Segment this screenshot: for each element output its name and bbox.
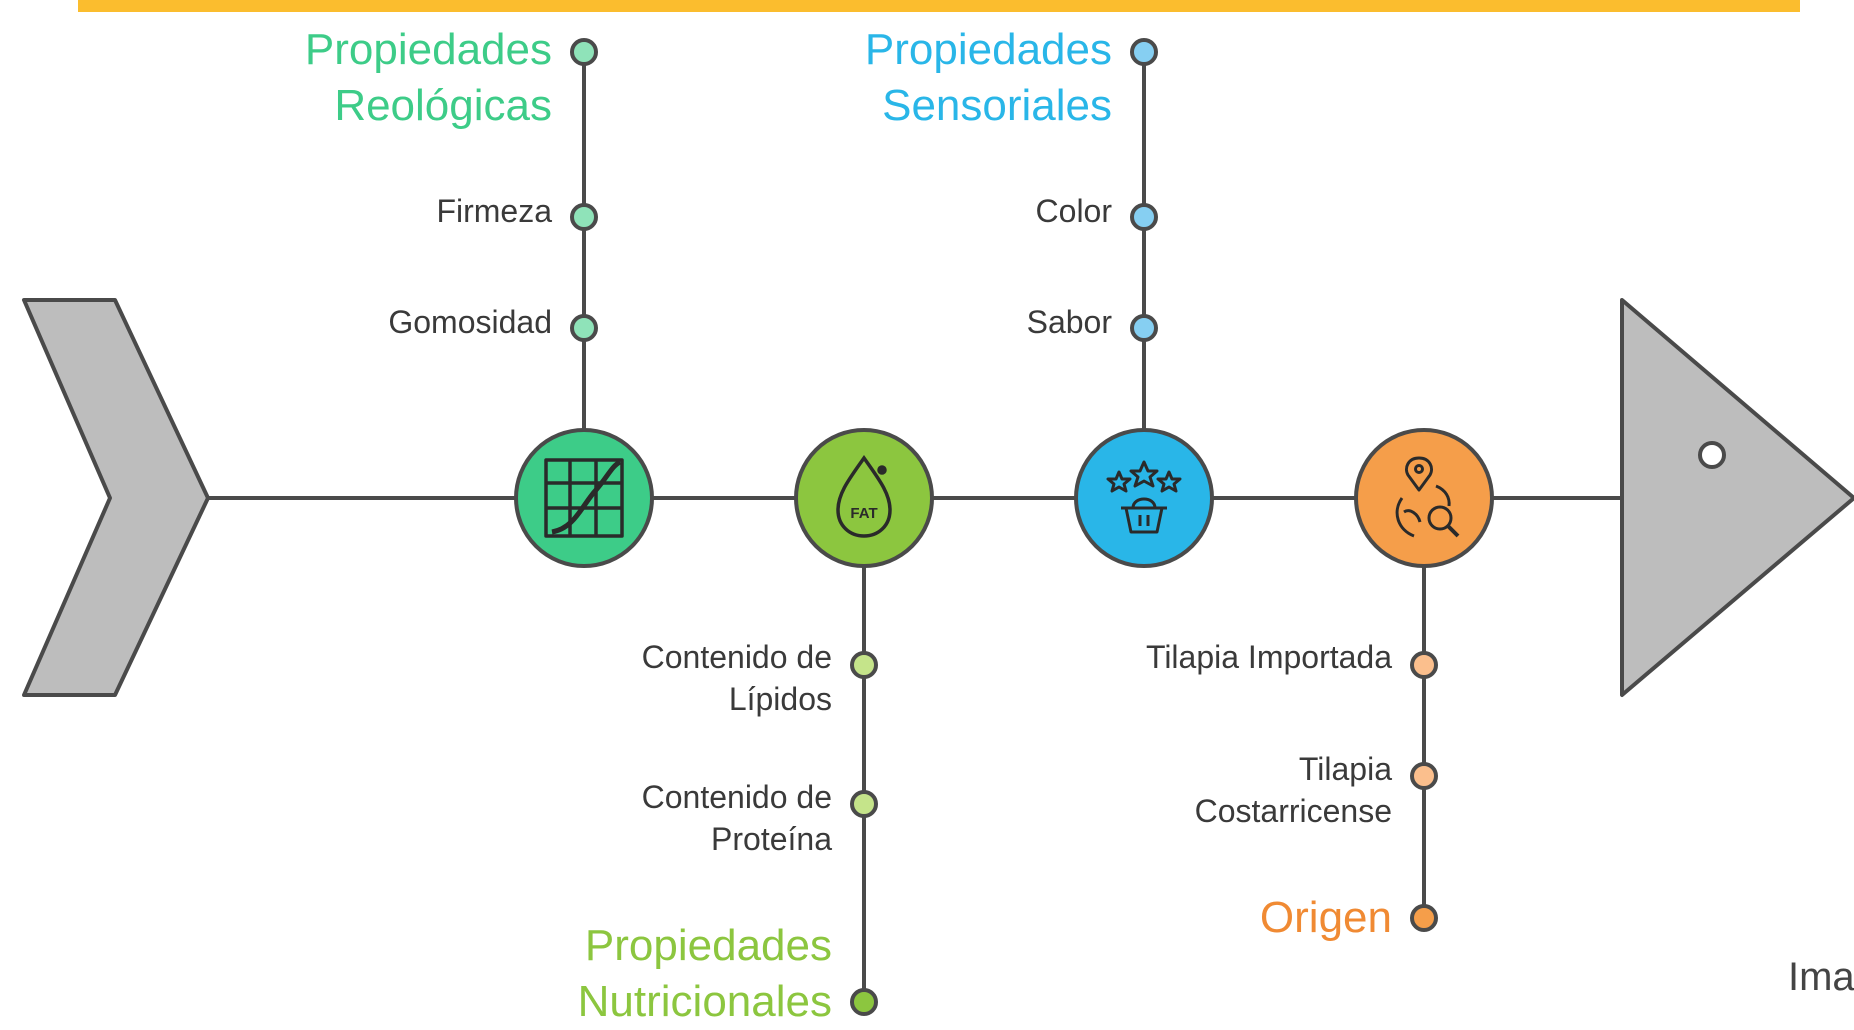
- item-label-gomosidad: Gomosidad: [388, 304, 552, 340]
- node-sensoriales: [1074, 428, 1214, 568]
- category-title-nutricionales: Propiedades Nutricionales: [577, 921, 832, 1026]
- fish-tail-shape: [22, 298, 210, 697]
- footer-caption-fragment: Ima: [1788, 955, 1854, 999]
- dot-origen-title: [1410, 904, 1438, 932]
- item-label-sabor: Sabor: [1026, 304, 1112, 340]
- svg-text:FAT: FAT: [850, 505, 877, 522]
- globe-search-icon: [1395, 456, 1460, 538]
- item-label-proteina: Contenido de Proteína: [641, 779, 832, 857]
- category-title-reologicas: Propiedades Reológicas: [304, 25, 552, 130]
- dot-lipidos: [850, 651, 878, 679]
- item-label-tilapia-importada: Tilapia Importada: [1145, 639, 1392, 675]
- dot-nutricionales-title: [850, 988, 878, 1016]
- dot-sensoriales-title: [1130, 38, 1158, 66]
- node-origen: [1354, 428, 1494, 568]
- fish-head-shape: [1620, 298, 1854, 697]
- star-basket-icon: [1106, 460, 1182, 534]
- item-label-lipidos: Contenido de Lípidos: [641, 639, 832, 717]
- dot-gomosidad: [570, 314, 598, 342]
- dot-proteina: [850, 790, 878, 818]
- graph-grid-icon: [544, 458, 624, 538]
- accent-bar: [78, 0, 1800, 12]
- dot-firmeza: [570, 203, 598, 231]
- category-title-sensoriales: Propiedades Sensoriales: [864, 25, 1112, 130]
- item-label-firmeza: Firmeza: [436, 193, 552, 229]
- item-label-color: Color: [1035, 193, 1112, 229]
- dot-tilapia-importada: [1410, 651, 1438, 679]
- dot-sabor: [1130, 314, 1158, 342]
- category-title-origen: Origen: [1259, 893, 1392, 942]
- node-nutricionales: FAT: [794, 428, 934, 568]
- dot-color: [1130, 203, 1158, 231]
- item-label-tilapia-costarricense: Tilapia Costarricense: [1194, 751, 1392, 829]
- dot-reologicas-title: [570, 38, 598, 66]
- node-reologicas: [514, 428, 654, 568]
- fat-drop-icon: FAT: [836, 454, 892, 538]
- fish-eye-icon: [1698, 441, 1726, 469]
- dot-tilapia-costarricense: [1410, 762, 1438, 790]
